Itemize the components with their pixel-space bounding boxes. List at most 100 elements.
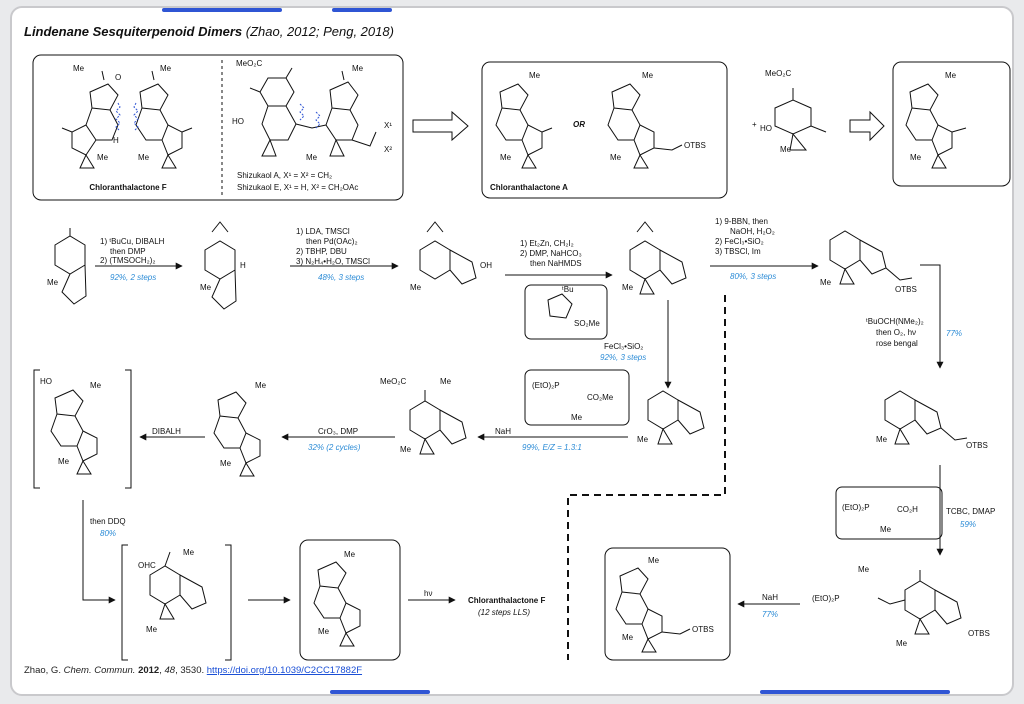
grp-me-17: Me [622,283,634,292]
s10-line-1: then DDQ [90,517,126,526]
grp-co2h: CO₂H [897,505,918,514]
s12-line-1: NaH [762,593,778,602]
grp-meo2c-1: MeO₂C [236,59,262,68]
grp-meo2c-2: MeO₂C [765,69,791,78]
grp-h-2: H [240,261,246,270]
enone-start-structure [54,228,87,305]
grp-me-5: Me [352,64,364,73]
title-citation: (Zhao, 2012; Peng, 2018) [242,24,394,39]
reagents-step-10: then DDQ 80% [90,517,126,538]
route-divider [567,295,726,660]
grp-me-2: Me [160,64,172,73]
s5-line-1: FeCl₃•SiO₂ [604,342,643,351]
s8-yield: 32% (2 cycles) [308,443,361,452]
reagents-step-5: FeCl₃•SiO₂ 92%, 3 steps [600,342,646,362]
s1-line-2: then DMP [110,247,146,256]
chloranthalactone-f-structure [61,70,193,169]
bracket-hemiacetal [33,369,132,489]
grp-me-22: Me [220,459,232,468]
grp-me-20: Me [58,457,70,466]
grp-ho-2: HO [760,124,772,133]
ref-journal: Chem. Commun. [63,665,136,676]
s1-line-3: 2) (TMSOCH₂)₂ [100,256,156,265]
cycloaddition-bond-1 [115,102,121,132]
s6-line-2: then O₂, hν [876,328,916,337]
doi-link[interactable]: https://doi.org/10.1039/C2CC17882F [206,665,363,676]
reagents-step-8: CrO₃, DMP 32% (2 cycles) [308,427,361,452]
dimer-structures-box [32,54,404,201]
reagents-step-6: ᵗBuOCH(NMe₂)₂ then O₂, hν rose bengal 77… [866,317,962,348]
final-lactone-box [299,539,401,661]
otbs-butenolide-structure [615,567,691,653]
grp-so2me: SO₂Me [574,319,600,328]
scheme-card [10,6,1014,696]
grp-me-6: Me [306,153,318,162]
grp-ohc: OHC [138,561,156,570]
butenolide-structure [213,391,261,477]
cyclopropane-ketal-structure [629,221,687,295]
label-final-product: Chloranthalactone F [468,596,545,605]
label-final-lls: (12 steps LLS) [478,608,530,617]
s3-line-3: then NaHMDS [530,259,582,268]
grp-co2me: CO₂Me [587,393,614,402]
grp-me-36: Me [896,639,908,648]
grp-x2: X² [384,145,392,154]
grp-me-35: Me [858,565,870,574]
retro-arrow-1 [412,110,469,142]
reagents-step-2: 1) LDA, TMSCl then Pd(OAc)₂ 2) TBHP, DBU… [296,227,370,282]
grp-me-25: Me [637,435,649,444]
shizukaol-structure [249,67,377,157]
top-scroll-indicator-left [162,8,282,12]
grp-me-33: Me [648,556,660,565]
ref-pages: , 3530. [175,665,207,676]
s7-line-1: NaH [495,427,511,436]
grp-x1: X¹ [384,121,392,130]
grp-me-14: Me [47,278,59,287]
s11-yield: 59% [960,520,976,529]
grp-me-10: Me [610,153,622,162]
grp-otbs-4: OTBS [692,625,714,634]
s6-line-3: rose bengal [876,339,918,348]
grp-me-29: Me [183,548,195,557]
reference-citation: Zhao, G. Chem. Commun. 2012, 48, 3530. h… [24,665,363,676]
reagents-step-4: 1) 9-BBN, then NaOH, H₂O₂ 2) FeCl₃•SiO₂ … [715,217,776,281]
s4-line-4: 3) TBSCl, Im [715,247,761,256]
reagents-step-12: NaH 77% [762,593,778,619]
s8-line-1: CrO₃, DMP [318,427,358,436]
reagents-step-1: 1) ᵗBuCu, DIBALH then DMP 2) (TMSOCH₂)₂ … [100,237,165,282]
enol-phosphonate-structure [877,570,962,635]
arrow-step-10 [82,500,116,604]
title-main: Lindenane Sesquiterpenoid Dimers [24,24,243,39]
s13-line-1: hν [424,589,432,598]
s10-yield: 80% [100,529,116,538]
s12-yield: 77% [762,610,778,619]
grp-me-9: Me [642,71,654,80]
grp-o-1: O [115,73,121,82]
grp-me-13: Me [910,153,922,162]
s4-yield: 80%, 3 steps [730,272,776,281]
grp-eto2p-3: (EtO)₂P [812,594,840,603]
grp-me-27: Me [571,413,583,422]
reagents-step-13: hν [424,589,432,598]
chloranthalactone-a-structure [495,83,553,169]
grp-otbs-2: OTBS [895,285,917,294]
grp-me-1: Me [73,64,85,73]
grp-h-1: H [113,136,119,145]
grp-oh-1: OH [480,261,492,270]
grp-me-12: Me [945,71,957,80]
scheme-title: Lindenane Sesquiterpenoid Dimers (Zhao, … [24,24,394,39]
chloranthalactone-a-box [481,61,728,199]
grp-me-31: Me [344,550,356,559]
grp-me-28: Me [880,525,892,534]
grp-me-23: Me [440,377,452,386]
bottom-scroll-indicator-right [760,690,950,694]
otbs-ketone-structure [829,230,913,285]
s2-line-2: then Pd(OAc)₂ [306,237,358,246]
s2-line-1: 1) LDA, TMSCl [296,227,350,236]
grp-me-24: Me [400,445,412,454]
grp-otbs-3: OTBS [966,441,988,450]
diketone-structure [884,390,968,445]
grp-me-7: Me [529,71,541,80]
grp-me-34: Me [622,633,634,642]
